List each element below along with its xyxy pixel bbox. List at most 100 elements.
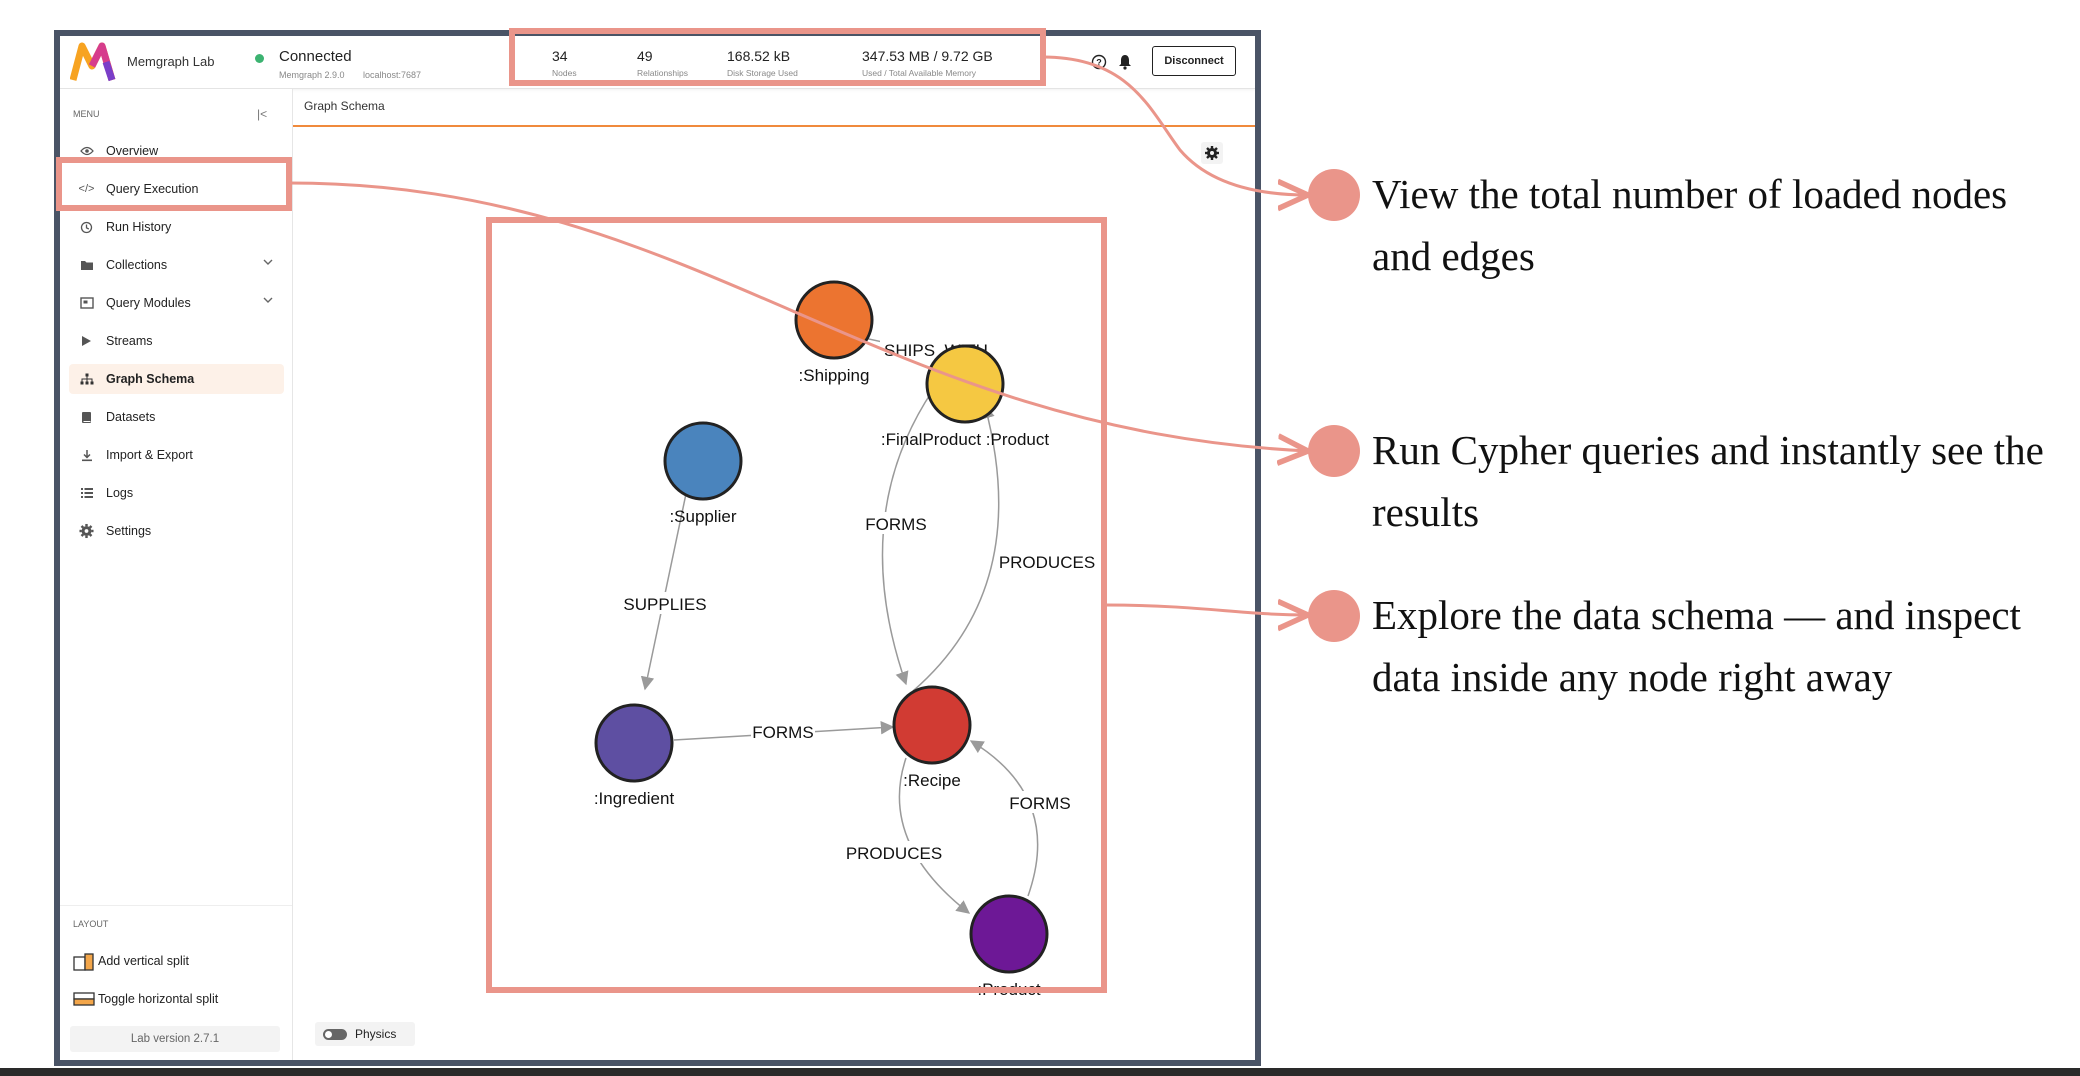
sidebar-item-run-history[interactable]: Run History <box>69 212 284 242</box>
memgraph-lab-window: Memgraph Lab Connected Memgraph 2.9.0 lo… <box>54 30 1261 1066</box>
lab-version: Lab version 2.7.1 <box>70 1026 280 1052</box>
tab-graph-schema[interactable]: Graph Schema <box>304 99 385 113</box>
node-recipe[interactable] <box>892 685 972 765</box>
chevron-down-icon[interactable] <box>262 294 274 309</box>
help-icon[interactable]: ? <box>1090 53 1108 71</box>
node-label: :Recipe <box>903 771 961 790</box>
node-supplier[interactable] <box>663 421 743 501</box>
sidebar-item-streams[interactable]: Streams <box>69 326 284 356</box>
sidebar-item-label: Graph Schema <box>106 372 195 386</box>
stat-nodes-value: 34 <box>552 48 568 64</box>
memgraph-logo-icon <box>70 42 116 82</box>
app-name: Memgraph Lab <box>127 54 215 69</box>
sidebar-item-label: Datasets <box>106 410 156 424</box>
stat-memory: 347.53 MB / 9.72 GB Used / Total Availab… <box>862 48 993 78</box>
stat-relationships-value: 49 <box>637 48 653 64</box>
history-icon <box>79 220 94 234</box>
layout-section-label: LAYOUT <box>73 919 109 929</box>
node-label: :Product <box>977 980 1041 999</box>
graph-schema-canvas[interactable]: SHIPS_WITH FORMS PRODUCES SUPPLIES FORMS… <box>293 127 1255 1057</box>
schema-icon <box>79 372 94 386</box>
layout-item-label: Add vertical split <box>98 954 190 968</box>
bell-icon[interactable] <box>1116 53 1134 71</box>
annotation-bullet <box>1308 169 1360 221</box>
node-shipping[interactable] <box>794 280 874 360</box>
disconnect-button[interactable]: Disconnect <box>1152 46 1236 76</box>
node-label: :Supplier <box>669 507 736 526</box>
sidebar-item-datasets[interactable]: Datasets <box>69 402 284 432</box>
tab-bar: Graph Schema <box>293 89 1255 127</box>
edge-forms-product-recipe[interactable] <box>969 740 1039 897</box>
eye-icon <box>79 144 94 158</box>
connection-status: Connected <box>279 48 352 65</box>
svg-text:?: ? <box>1096 58 1102 68</box>
code-icon: </> <box>78 183 95 195</box>
sidebar: MENU |< Overview </> Query Execution Run… <box>60 89 293 1060</box>
node-ingredient[interactable] <box>594 703 674 783</box>
stat-memory-label: Used / Total Available Memory <box>862 68 977 78</box>
annotation-text: View the total number of loaded nodes an… <box>1372 171 2008 279</box>
sidebar-item-label: Query Modules <box>106 296 191 310</box>
connection-status-dot <box>255 54 264 63</box>
physics-toggle[interactable]: Physics <box>315 1022 415 1046</box>
chevron-down-icon[interactable] <box>262 256 274 271</box>
module-icon <box>79 296 94 310</box>
node-label: :Shipping <box>799 366 870 385</box>
stat-nodes-label: Nodes <box>552 68 577 78</box>
node-label: :FinalProduct :Product <box>881 430 1049 449</box>
stat-memory-value: 347.53 MB / 9.72 GB <box>862 48 993 64</box>
connection-version: Memgraph 2.9.0 <box>279 70 345 80</box>
edge-label: SUPPLIES <box>623 595 706 614</box>
stat-disk-label: Disk Storage Used <box>727 68 798 78</box>
list-icon <box>79 486 94 500</box>
annotation-text: Explore the data schema — and inspect da… <box>1372 592 2021 700</box>
node-finalproduct[interactable] <box>925 344 1005 424</box>
sidebar-item-settings[interactable]: Settings <box>69 516 284 546</box>
vertical-split-icon <box>73 953 95 971</box>
sidebar-item-label: Run History <box>106 220 172 234</box>
sidebar-item-import-export[interactable]: Import & Export <box>69 440 284 470</box>
sidebar-item-label: Import & Export <box>106 448 193 462</box>
sidebar-item-label: Logs <box>106 486 134 500</box>
layout-item-label: Toggle horizontal split <box>98 992 219 1006</box>
sidebar-item-label: Query Execution <box>106 182 199 196</box>
sidebar-item-label: Settings <box>106 524 152 538</box>
stat-disk: 168.52 kB Disk Storage Used <box>727 48 798 78</box>
sidebar-item-label: Collections <box>106 258 168 272</box>
gear-icon <box>79 523 94 539</box>
sidebar-item-label: Overview <box>106 144 159 158</box>
menu-section-label: MENU <box>73 109 100 119</box>
book-icon <box>79 410 94 424</box>
sidebar-item-graph-schema[interactable]: Graph Schema <box>69 364 284 394</box>
bottom-border-bar <box>0 1068 2080 1076</box>
stat-relationships-label: Relationships <box>637 68 689 78</box>
edge-label: FORMS <box>865 515 926 534</box>
node-label: :Ingredient <box>594 789 675 808</box>
layout-divider <box>60 905 292 906</box>
edge-label: PRODUCES <box>999 553 1095 572</box>
sidebar-item-query-modules[interactable]: Query Modules <box>69 288 284 318</box>
connection-host: localhost:7687 <box>363 70 422 80</box>
edge-label: FORMS <box>752 723 813 742</box>
play-icon <box>79 334 94 348</box>
stat-nodes: 34 Nodes <box>552 48 577 78</box>
stat-relationships: 49 Relationships <box>637 48 688 78</box>
node-product[interactable] <box>969 894 1049 974</box>
edge-label: PRODUCES <box>846 844 942 863</box>
sidebar-item-label: Streams <box>106 334 153 348</box>
folder-icon <box>79 258 94 272</box>
annotation-bullet <box>1308 425 1360 477</box>
sidebar-item-query-execution[interactable]: </> Query Execution <box>69 174 284 204</box>
collapse-sidebar-icon[interactable]: |< <box>257 107 268 121</box>
sidebar-item-logs[interactable]: Logs <box>69 478 284 508</box>
annotation-text: Run Cypher queries and instantly see the… <box>1372 427 2044 535</box>
download-icon <box>79 448 94 462</box>
sidebar-item-collections[interactable]: Collections <box>69 250 284 280</box>
top-header: Memgraph Lab Connected Memgraph 2.9.0 lo… <box>60 36 1255 89</box>
annotation-bullet <box>1308 590 1360 642</box>
sidebar-item-overview[interactable]: Overview <box>69 136 284 166</box>
edge-label: FORMS <box>1009 794 1070 813</box>
toggle-switch[interactable] <box>323 1029 347 1040</box>
horizontal-split-icon <box>73 991 95 1007</box>
stat-disk-value: 168.52 kB <box>727 48 791 64</box>
